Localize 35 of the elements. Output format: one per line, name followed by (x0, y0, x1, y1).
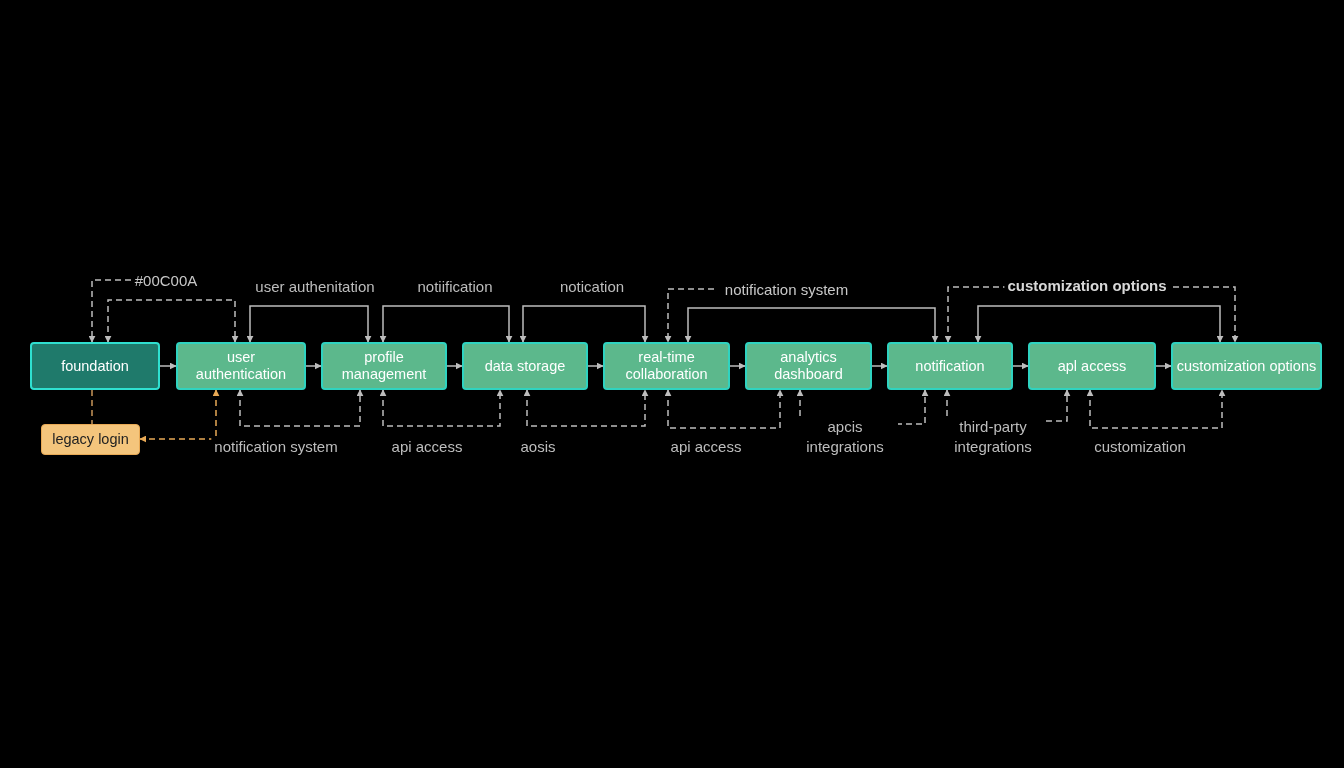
annotation-text: #00C00A (131, 270, 201, 290)
process-box: foundation (30, 342, 160, 390)
arrow (1155, 362, 1172, 370)
arrow (305, 362, 322, 370)
process-box: user authentication (176, 342, 306, 390)
arrow (664, 288, 715, 343)
arrow (246, 305, 372, 343)
connector-line (91, 389, 93, 425)
arrow (446, 362, 463, 370)
process-box: legacy login (41, 424, 140, 455)
arrow (139, 389, 220, 443)
process-box: apl access (1028, 342, 1156, 390)
arrow (1086, 389, 1226, 429)
arrow (159, 362, 177, 370)
annotation-text: notification system (714, 279, 859, 299)
arrow (236, 389, 364, 427)
arrow (974, 305, 1224, 343)
process-box: notification (887, 342, 1013, 390)
arrow (729, 362, 746, 370)
arrow (379, 389, 504, 427)
arrow (1012, 362, 1029, 370)
arrow (523, 389, 649, 427)
process-box: data storage (462, 342, 588, 390)
arrow (587, 362, 604, 370)
process-box: real-time collaboration (603, 342, 730, 390)
arrow (379, 305, 513, 343)
arrow (519, 305, 649, 343)
arrow (88, 279, 132, 343)
process-box: profile management (321, 342, 447, 390)
arrow (664, 389, 784, 429)
process-box: analytics dashboard (745, 342, 872, 390)
process-box: customization options (1171, 342, 1322, 390)
arrow (104, 299, 239, 343)
arrow (684, 307, 939, 343)
arrow (871, 362, 888, 370)
